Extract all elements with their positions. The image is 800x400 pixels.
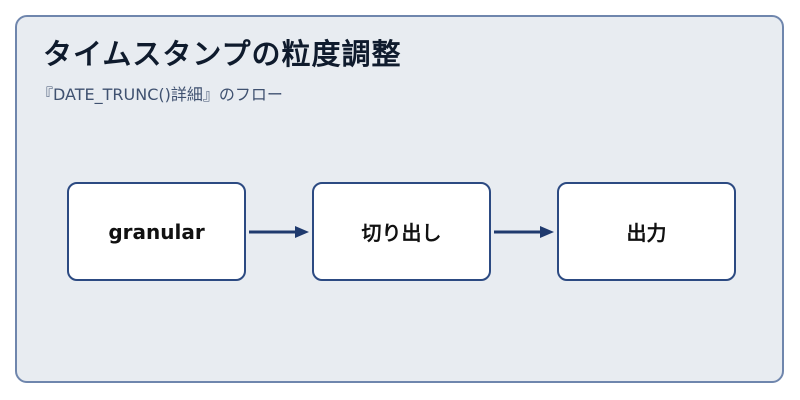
flow-node-label: 切り出し (361, 221, 442, 245)
diagram-card: タイムスタンプの粒度調整 『DATE_TRUNC()詳細』のフロー granul… (15, 15, 784, 383)
flow-node-granular: granular (67, 182, 246, 281)
flow-node-label: granular (108, 219, 205, 244)
flow-node-output: 出力 (557, 182, 736, 281)
flow-arrow-icon (249, 226, 309, 238)
flow-node-label: 出力 (626, 221, 667, 245)
diagram-title: タイムスタンプの粒度調整 (43, 37, 402, 71)
flow-arrow-icon (494, 226, 554, 238)
flow-node-extract: 切り出し (312, 182, 491, 281)
diagram-subtitle: 『DATE_TRUNC()詳細』のフロー (37, 85, 283, 104)
